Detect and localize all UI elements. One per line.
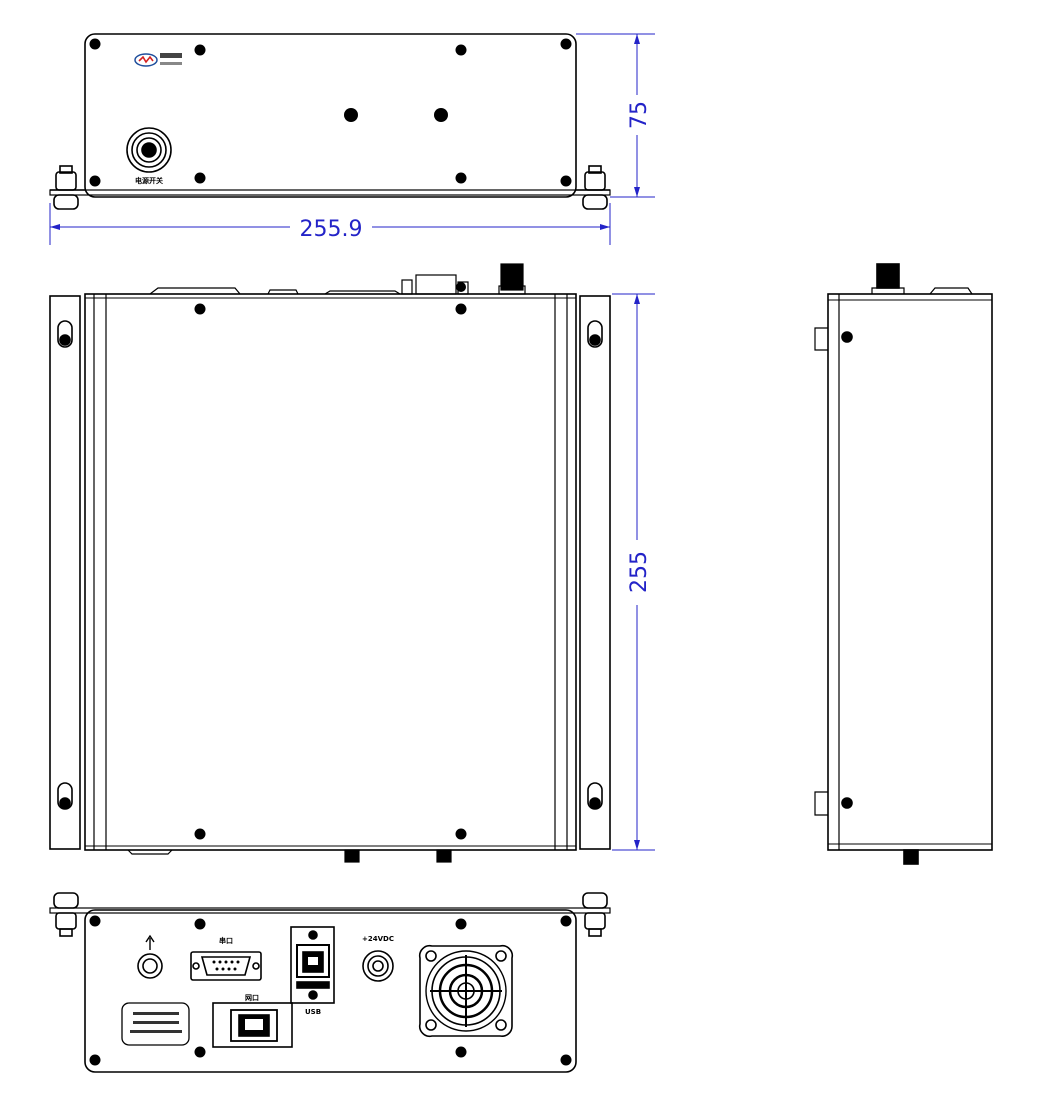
rail-slot	[57, 320, 603, 810]
screw	[455, 1046, 467, 1058]
screw	[194, 303, 206, 315]
usb-port-icon	[290, 926, 335, 1004]
screw	[455, 44, 467, 56]
power-switch-knob-side	[876, 263, 900, 289]
front-view	[49, 33, 611, 210]
product-label-sticker	[121, 1002, 190, 1046]
screw	[89, 1054, 101, 1066]
screw	[560, 915, 572, 927]
screw	[560, 175, 572, 187]
dim-depth-value: 255	[627, 551, 652, 593]
front-base-strip	[49, 189, 611, 196]
rear-foot-left	[53, 892, 79, 937]
rail-right	[579, 295, 611, 850]
dim-height-value: 75	[627, 101, 652, 129]
network-port-icon	[212, 1002, 293, 1048]
screw	[89, 915, 101, 927]
screw	[455, 828, 467, 840]
fan-icon	[418, 944, 514, 1038]
side-view	[814, 263, 993, 865]
top-edge-connectors	[149, 263, 526, 295]
rear-panel-outline	[84, 909, 577, 1073]
brand-logo	[134, 53, 182, 67]
screw	[194, 172, 206, 184]
rear-base-strip	[49, 907, 611, 914]
power-switch-knob-top	[500, 263, 524, 291]
front-foot-right	[582, 165, 608, 210]
side-body	[827, 293, 993, 851]
front-foot-left	[53, 165, 79, 210]
bottom-edge-connectors	[127, 849, 452, 863]
dim-width	[49, 203, 611, 245]
front-panel-outline	[84, 33, 577, 198]
serial-port-label: 串口	[219, 936, 233, 945]
screw	[455, 172, 467, 184]
top-view	[49, 263, 611, 863]
up-arrow-icon	[145, 934, 155, 950]
screw	[89, 38, 101, 50]
screw	[194, 828, 206, 840]
dim-depth	[612, 293, 655, 851]
screw	[89, 175, 101, 187]
network-port-label: 网口	[245, 994, 259, 1002]
screw	[560, 1054, 572, 1066]
rail-left	[49, 295, 81, 850]
screw	[455, 303, 467, 315]
dim-width-value: 255.9	[300, 217, 363, 242]
power-switch-label: 电源开关	[135, 176, 163, 185]
screw	[194, 1046, 206, 1058]
screw	[456, 282, 466, 292]
mount-hole	[434, 108, 448, 122]
screw	[560, 38, 572, 50]
screw	[194, 44, 206, 56]
usb-label: USB	[305, 1008, 321, 1016]
screw	[455, 918, 467, 930]
mount-hole	[344, 108, 358, 122]
rear-foot-right	[582, 892, 608, 937]
serial-port-icon	[190, 951, 262, 981]
screw	[194, 918, 206, 930]
dc-power-jack-icon	[362, 950, 394, 982]
round-connector	[137, 953, 163, 979]
power-input-label: +24VDC	[362, 935, 394, 943]
dim-height	[576, 33, 655, 198]
rear-view	[49, 892, 611, 1073]
power-switch	[126, 127, 172, 173]
top-body	[84, 293, 577, 851]
